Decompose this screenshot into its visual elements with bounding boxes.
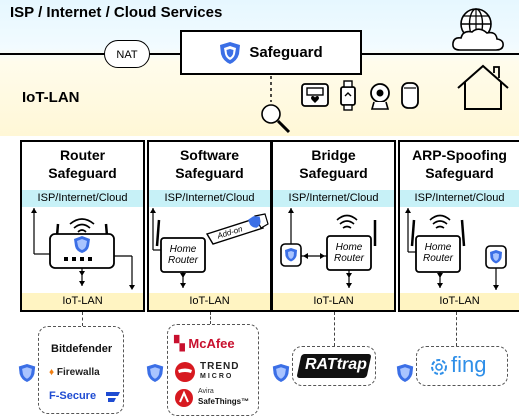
brand-mcafee: ▚ McAfee <box>174 335 235 351</box>
house-icon <box>457 64 509 110</box>
isp-band: ISP/Internet/Cloud <box>22 190 143 207</box>
shield-icon <box>18 364 36 382</box>
iot-band: IoT-LAN <box>400 293 519 310</box>
brand-micro: MICRO <box>200 373 234 380</box>
brand-trend: TREND <box>200 361 240 372</box>
brand-firewalla: ♦ Firewalla <box>49 367 100 378</box>
bridge-diagram <box>280 208 377 288</box>
vendor-box-arp: fing <box>416 346 508 386</box>
avira-logo-icon <box>175 389 193 407</box>
brand-fing: fing <box>451 352 487 377</box>
iot-band: IoT-LAN <box>149 293 270 310</box>
isp-band: ISP/Internet/Cloud <box>273 190 394 207</box>
connector <box>210 312 211 324</box>
iot-lan-title: IoT-LAN <box>22 89 80 106</box>
router-diagram <box>31 208 135 290</box>
shield-icon <box>146 364 164 382</box>
shield-icon <box>396 364 414 382</box>
mcafee-logo-icon: ▚ <box>174 335 185 351</box>
brand-fsecure: F-Secure <box>49 390 97 402</box>
brand-avira: Avira <box>198 388 214 395</box>
globe-cloud-icon <box>452 8 504 51</box>
iot-band: IoT-LAN <box>22 293 143 310</box>
safeguard-main-label: Safeguard <box>249 44 323 61</box>
connector <box>334 312 335 346</box>
vendor-box-bridge: RATtrap <box>292 346 376 386</box>
isp-band: ISP/Internet/Cloud <box>400 190 519 207</box>
router-addon-diagram <box>150 208 269 288</box>
flame-icon: ♦ <box>49 367 55 378</box>
vendor-box-software: ▚ McAfee TREND MICRO Avira SafeThings™ <box>167 324 259 416</box>
camera-icon <box>370 83 390 110</box>
trend-micro-logo-icon <box>175 362 195 382</box>
vendor-box-router: Bitdefender ♦ Firewalla F-Secure <box>38 326 124 414</box>
isp-title: ISP / Internet / Cloud Services <box>10 4 223 21</box>
brand-safethings: SafeThings™ <box>198 397 250 406</box>
magnifier-icon <box>261 76 291 134</box>
shield-icon <box>220 41 241 64</box>
nat-label: NAT <box>104 40 150 68</box>
shield-icon <box>272 364 290 382</box>
smart-scale-icon <box>301 83 329 107</box>
fsecure-mark-icon <box>106 392 120 402</box>
isp-band: ISP/Internet/Cloud <box>149 190 270 207</box>
smart-watch-icon <box>340 80 356 111</box>
safeguard-main-box: Safeguard <box>180 30 362 75</box>
arp-diagram <box>405 208 507 290</box>
brand-bitdefender: Bitdefender <box>51 343 113 355</box>
connector <box>456 312 457 346</box>
iot-band: IoT-LAN <box>273 293 394 310</box>
brand-rattrap: RATtrap <box>305 356 367 373</box>
iot-devices <box>301 80 419 111</box>
connector <box>82 312 83 326</box>
smart-speaker-icon <box>401 82 419 109</box>
fing-logo-icon <box>431 359 447 375</box>
